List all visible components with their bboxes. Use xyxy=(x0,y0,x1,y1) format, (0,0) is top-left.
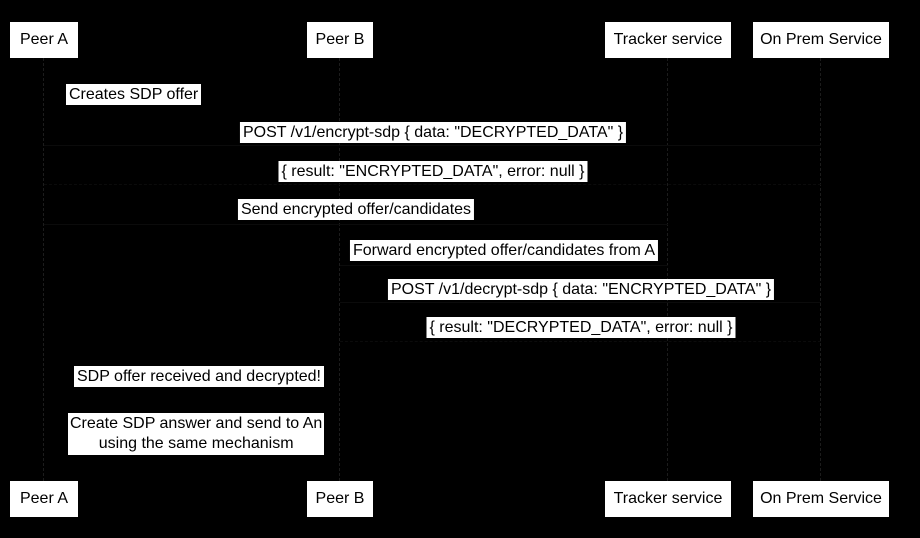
participant-label: Peer B xyxy=(315,31,365,48)
participant-label: On Prem Service xyxy=(760,490,882,507)
participant-bottom-on-prem-service: On Prem Service xyxy=(753,481,889,517)
message-label-post-encrypt-sdp: POST /v1/encrypt-sdp { data: "DECRYPTED_… xyxy=(239,122,627,143)
lifeline-peer-a xyxy=(43,58,44,481)
participant-top-peer-a: Peer A xyxy=(10,22,78,58)
participant-bottom-peer-b: Peer B xyxy=(307,481,373,517)
participant-top-on-prem-service: On Prem Service xyxy=(753,22,889,58)
lifeline-tracker-service xyxy=(667,58,668,481)
message-label-post-decrypt-sdp: POST /v1/decrypt-sdp { data: "ENCRYPTED_… xyxy=(387,279,775,300)
arrow-encrypt-response xyxy=(44,184,821,185)
note-line-1: Create SDP answer and send to An xyxy=(70,415,323,432)
lifeline-peer-b xyxy=(339,58,340,481)
participant-label: Tracker service xyxy=(613,31,723,48)
participant-label: On Prem Service xyxy=(760,31,882,48)
participant-top-peer-b: Peer B xyxy=(307,22,373,58)
message-label-decrypt-result: { result: "DECRYPTED_DATA", error: null … xyxy=(426,317,736,338)
participant-label: Peer A xyxy=(19,31,69,48)
message-label-forward-encrypted: Forward encrypted offer/candidates from … xyxy=(349,240,659,261)
message-label-creates-sdp-offer: Creates SDP offer xyxy=(66,84,202,105)
participant-top-tracker-service: Tracker service xyxy=(605,22,731,58)
participant-label: Peer B xyxy=(315,490,365,507)
participant-label: Peer A xyxy=(19,490,69,507)
note-create-sdp-answer: Create SDP answer and send to An using t… xyxy=(68,413,325,455)
arrow-decrypt-response xyxy=(340,341,821,342)
message-label-offer-received: SDP offer received and decrypted! xyxy=(74,366,324,387)
note-line-2: using the same mechanism xyxy=(98,435,294,452)
lifeline-on-prem-service xyxy=(820,58,821,481)
arrow-decrypt-request xyxy=(340,302,821,303)
arrow-send-offer xyxy=(44,224,668,225)
arrow-forward-offer xyxy=(340,265,668,266)
participant-bottom-peer-a: Peer A xyxy=(10,481,78,517)
message-label-send-encrypted: Send encrypted offer/candidates xyxy=(237,199,475,220)
participant-bottom-tracker-service: Tracker service xyxy=(605,481,731,517)
participant-label: Tracker service xyxy=(613,490,723,507)
arrow-encrypt-request xyxy=(44,145,821,146)
message-label-encrypt-result: { result: "ENCRYPTED_DATA", error: null … xyxy=(278,161,588,182)
